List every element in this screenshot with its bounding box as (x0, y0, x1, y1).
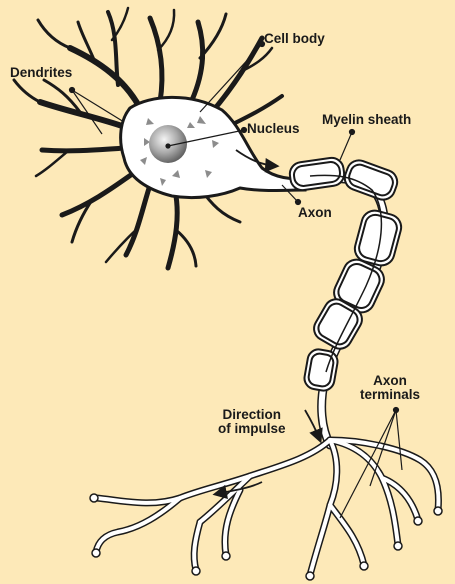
label-axon: Axon (298, 206, 332, 220)
label-direction-line2: of impulse (218, 422, 286, 436)
label-dendrites: Dendrites (10, 66, 72, 80)
label-terminals-line2: terminals (360, 388, 420, 402)
axon-terminals (90, 440, 442, 580)
label-nucleus: Nucleus (247, 122, 300, 136)
label-myelin-sheath: Myelin sheath (322, 113, 411, 127)
label-direction-line1: Direction (218, 408, 286, 422)
label-axon-terminals: Axon terminals (360, 374, 420, 402)
label-cell-body: Cell body (264, 32, 325, 46)
label-terminals-line1: Axon (360, 374, 420, 388)
impulse-arrows (216, 150, 320, 494)
label-direction-of-impulse: Direction of impulse (218, 408, 286, 436)
myelin-sheath (288, 156, 404, 392)
cell-body (121, 97, 305, 197)
